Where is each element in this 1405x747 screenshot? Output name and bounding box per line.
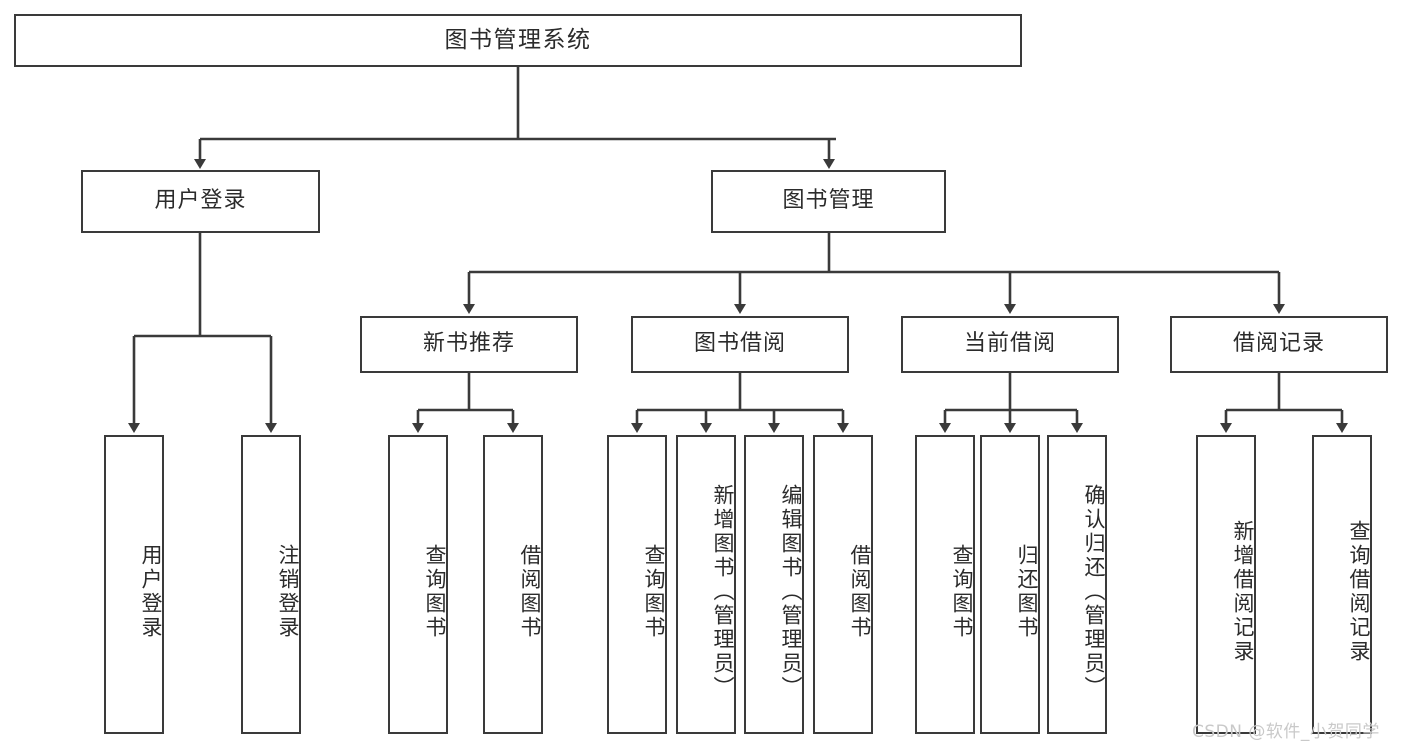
node-label: 查询图书 (423, 543, 447, 640)
node-label: 新书推荐 (422, 331, 515, 357)
node-label: 编辑图书（管理员） (779, 483, 803, 700)
node-label: 借阅记录 (1232, 331, 1325, 357)
node-label: 注销登录 (276, 543, 300, 640)
node-label: 借阅图书 (848, 543, 872, 640)
node-label: 新增借阅记录 (1231, 519, 1255, 664)
node-leaf-query-book-2[interactable]: 查询图书 (607, 435, 667, 734)
node-current-borrow[interactable]: 当前借阅 (901, 316, 1119, 373)
node-label: 用户登录 (154, 188, 247, 214)
node-label: 当前借阅 (963, 331, 1056, 357)
node-label: 查询借阅记录 (1347, 519, 1371, 664)
node-label: 归还图书 (1015, 543, 1039, 640)
node-leaf-borrow-book-1[interactable]: 借阅图书 (483, 435, 543, 734)
node-leaf-edit-book[interactable]: 编辑图书（管理员） (744, 435, 804, 734)
node-new-book-recommend[interactable]: 新书推荐 (360, 316, 578, 373)
node-label: 新增图书（管理员） (711, 483, 735, 700)
node-label: 查询图书 (642, 543, 666, 640)
node-book-management[interactable]: 图书管理 (711, 170, 946, 233)
node-borrow-record[interactable]: 借阅记录 (1170, 316, 1388, 373)
node-label: 图书借阅 (693, 331, 786, 357)
node-label: 查询图书 (950, 543, 974, 640)
node-label: 图书管理 (782, 188, 875, 214)
node-leaf-user-login[interactable]: 用户登录 (104, 435, 164, 734)
node-leaf-logout-login[interactable]: 注销登录 (241, 435, 301, 734)
node-leaf-query-book-1[interactable]: 查询图书 (388, 435, 448, 734)
node-label: 确认归还（管理员） (1082, 483, 1106, 700)
node-leaf-return-book[interactable]: 归还图书 (980, 435, 1040, 734)
node-book-borrow[interactable]: 图书借阅 (631, 316, 849, 373)
node-leaf-borrow-book-2[interactable]: 借阅图书 (813, 435, 873, 734)
node-leaf-query-record[interactable]: 查询借阅记录 (1312, 435, 1372, 734)
node-label: 用户登录 (139, 543, 163, 640)
node-leaf-confirm-return[interactable]: 确认归还（管理员） (1047, 435, 1107, 734)
node-leaf-add-record[interactable]: 新增借阅记录 (1196, 435, 1256, 734)
node-label: 借阅图书 (518, 543, 542, 640)
node-leaf-add-book[interactable]: 新增图书（管理员） (676, 435, 736, 734)
node-root-book-management-system[interactable]: 图书管理系统 (14, 14, 1022, 67)
node-user-login[interactable]: 用户登录 (81, 170, 320, 233)
node-label: 图书管理系统 (444, 26, 592, 53)
csdn-watermark: CSDN @软件_小贺同学 (1192, 722, 1380, 742)
node-leaf-query-book-3[interactable]: 查询图书 (915, 435, 975, 734)
